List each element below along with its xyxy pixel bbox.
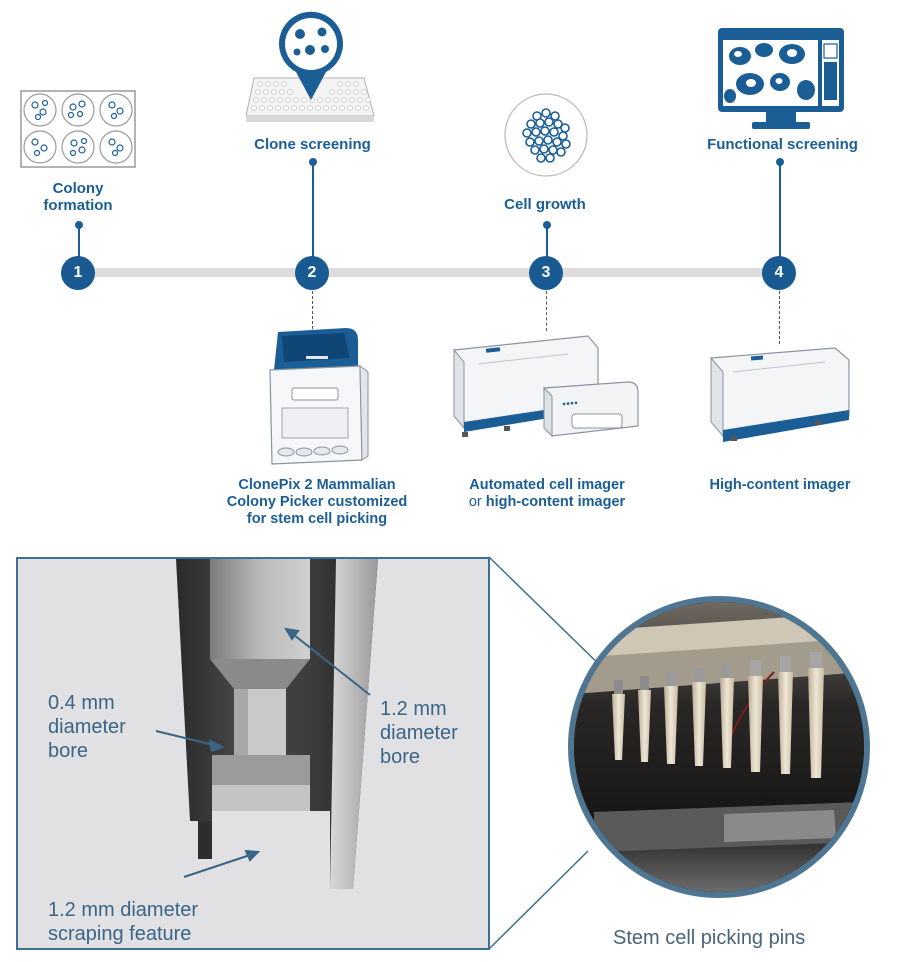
step-3-marker: 3 <box>529 256 563 290</box>
small-bore-line2: diameter <box>48 716 126 738</box>
scraping-annotation: 1.2 mm diameter scraping feature <box>48 898 198 946</box>
small-bore-line1: 0.4 mm <box>48 692 115 714</box>
clonepix-label-line3: for stem cell picking <box>246 511 388 527</box>
cell-imager-label-line1: Automated cell imager <box>469 477 625 493</box>
step-1-label-line2: formation <box>43 197 113 214</box>
step-1-marker: 1 <box>61 256 95 290</box>
pins-caption: Stem cell picking pins <box>613 927 806 949</box>
cell-imager-label-line2: or high-content imager <box>432 494 662 511</box>
step-1-label-line1: Colony <box>52 180 104 197</box>
colony-plate-icon <box>20 90 136 168</box>
pin-cross-section-panel: 0.4 mm diameter bore 1.2 mm diameter bor… <box>16 557 490 950</box>
cell-imager-label: Automated cell imager or high-content im… <box>432 477 662 511</box>
clonepix-dashed-connector <box>312 291 313 329</box>
clonepix-label: ClonePix 2 Mammalian Colony Picker custo… <box>212 477 422 528</box>
step-1-label: Colony formation <box>28 180 128 214</box>
hci-word: high-content imager <box>485 494 626 510</box>
monitor-icon <box>716 26 846 132</box>
step-2-marker: 2 <box>295 256 329 290</box>
or-word: or <box>468 494 482 510</box>
large-bore-line3: bore <box>380 746 421 768</box>
step-4-connector <box>779 162 781 257</box>
hci-label: High-content imager <box>709 477 851 493</box>
step-1-connector <box>78 225 80 257</box>
step-4-label: Functional screening <box>707 136 858 153</box>
cell-growth-icon <box>503 92 589 178</box>
large-bore-line1: 1.2 mm <box>380 698 447 720</box>
step-3-label: Cell growth <box>504 196 586 213</box>
scraping-line2: scraping feature <box>48 923 192 945</box>
imager-dashed-connector <box>546 291 547 331</box>
picking-pins-photo <box>568 596 870 898</box>
hci-instrument-image <box>705 344 855 444</box>
step-4-marker: 4 <box>762 256 796 290</box>
clonepix-label-line1: ClonePix 2 Mammalian <box>238 477 396 493</box>
large-bore-line2: diameter <box>380 722 458 744</box>
clone-screening-icon <box>245 8 376 128</box>
small-bore-annotation: 0.4 mm diameter bore <box>48 691 126 763</box>
small-bore-line3: bore <box>48 740 89 762</box>
large-bore-annotation: 1.2 mm diameter bore <box>380 697 458 769</box>
zoom-connector-lines <box>488 556 611 950</box>
step-2-label: Clone screening <box>254 136 371 153</box>
clonepix-instrument-image <box>262 326 372 466</box>
step-3-connector <box>546 225 548 257</box>
step-2-connector <box>312 162 314 257</box>
timeline-track <box>78 268 783 277</box>
hci-dashed-connector <box>779 291 780 344</box>
scraping-line1: 1.2 mm diameter <box>48 899 199 921</box>
clonepix-label-line2: Colony Picker customized <box>226 494 408 510</box>
cell-imager-instrument-image <box>448 328 644 456</box>
